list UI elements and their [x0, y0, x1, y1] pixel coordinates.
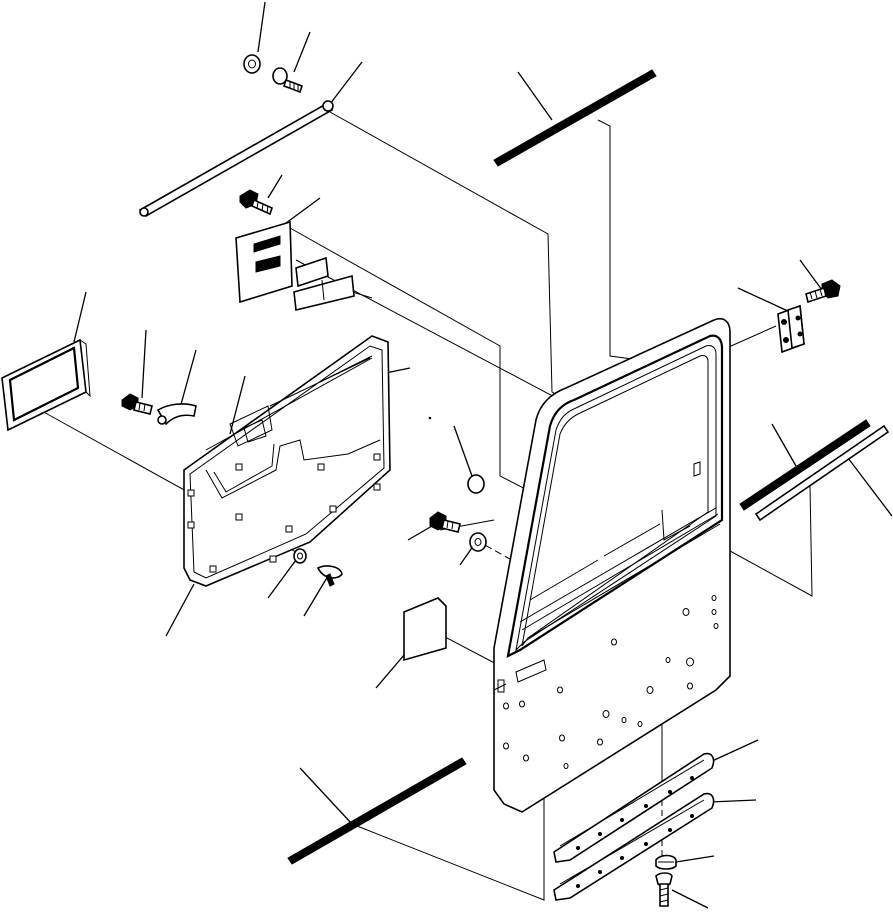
insulation-pad: [403, 597, 447, 662]
bolt-mid: [239, 189, 273, 216]
door-frame: [493, 317, 731, 813]
window-run-channel-top: [493, 69, 657, 167]
sill-plate-upper: [553, 752, 715, 863]
bolt-hinge: [805, 279, 841, 304]
weatherstrip-lower: [287, 757, 467, 865]
label-plate: [235, 220, 355, 311]
stray-dot: [428, 416, 432, 420]
door-hinge: [777, 304, 805, 354]
trim-clip: [293, 548, 307, 564]
door-stay-rod: [138, 100, 334, 217]
door-frame-holes: [503, 595, 719, 769]
inner-handle: [156, 403, 197, 426]
window-seal-strip-right: [739, 419, 890, 522]
sill-plate-lower: [553, 792, 715, 901]
screw: [316, 565, 343, 587]
washer-bottom: [655, 854, 677, 870]
bolt-bottom: [655, 872, 673, 907]
washer-top: [243, 54, 261, 74]
door-trim-panel: [183, 335, 391, 587]
bolt-top: [272, 67, 304, 94]
washer-center: [469, 532, 487, 552]
bolt-handle: [121, 393, 153, 415]
rubber-plug: [467, 474, 485, 494]
mirror: [1, 338, 91, 432]
bolt-center: [429, 511, 461, 533]
trim-clip-holes: [187, 453, 381, 573]
leader-lines: [73, 1, 893, 909]
